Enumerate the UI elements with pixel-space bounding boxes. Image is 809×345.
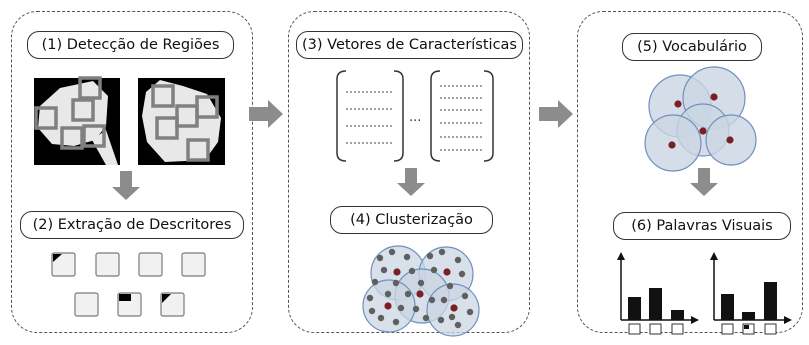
down-arrow-icon: [112, 171, 140, 200]
descriptor-patches: [51, 252, 206, 317]
vector-ellipsis: ...: [409, 110, 421, 125]
histogram-left: [617, 252, 699, 335]
step-3-label: (3) Vetores de Características: [296, 31, 523, 59]
step-6-label: (6) Palavras Visuais: [613, 212, 791, 240]
step-5-label: (5) Vocabulário: [622, 33, 762, 61]
step-4-label: (4) Clusterização: [330, 206, 493, 234]
feature-vector-right: [430, 70, 494, 162]
histogram-right: [710, 252, 792, 335]
step-2-label: (2) Extração de Descritores: [20, 211, 244, 239]
vocabulary-graphic: [644, 66, 757, 172]
right-arrow-icon: [539, 100, 573, 128]
down-arrow-icon: [690, 168, 718, 196]
panel-vocabulary: [577, 11, 803, 333]
region-image-left: [34, 76, 120, 165]
feature-vector-left: [336, 70, 404, 162]
down-arrow-icon: [397, 168, 425, 196]
right-arrow-icon: [249, 100, 283, 128]
region-image-right: [138, 78, 225, 165]
step-1-label: (1) Detecção de Regiões: [27, 31, 234, 59]
